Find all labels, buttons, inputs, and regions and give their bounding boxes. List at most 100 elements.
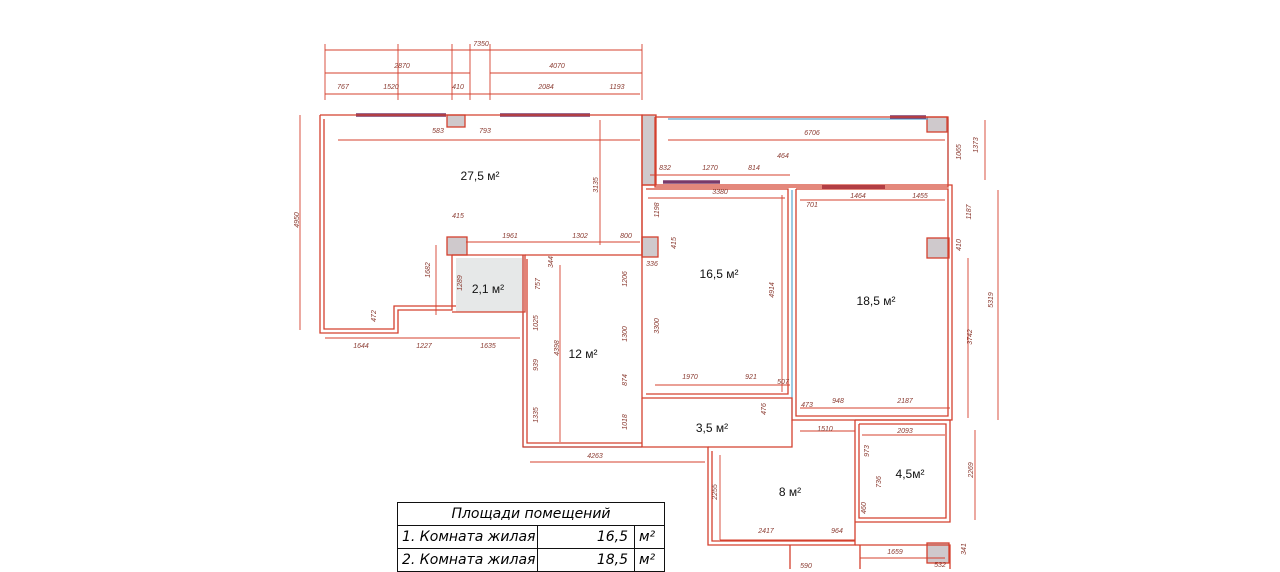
dimension-label: 1644 [353, 343, 369, 350]
dimension-label: 814 [748, 165, 760, 172]
wall [711, 451, 855, 542]
dimension-label: 1302 [572, 233, 588, 240]
wall [319, 115, 453, 334]
dimension-label: 964 [831, 528, 843, 535]
dimension-label: 1464 [850, 193, 866, 200]
wall [522, 255, 856, 546]
wall [855, 419, 951, 523]
dimension-label: 874 [622, 374, 629, 386]
wall [855, 544, 951, 569]
dimension-label: 341 [961, 543, 968, 555]
dimension-label: 476 [761, 403, 768, 415]
dimension-label: 1289 [457, 275, 464, 291]
column [446, 236, 468, 256]
dimension-label: 410 [956, 239, 963, 251]
dimension-label: 921 [745, 374, 757, 381]
dimension-label: 460 [861, 502, 868, 514]
area-unit: м² [639, 552, 656, 568]
dimension-label: 2269 [968, 462, 975, 479]
dimension-label: 3135 [593, 177, 600, 193]
dimension-label: 4398 [554, 340, 561, 356]
dimension-label: 800 [620, 233, 632, 240]
storage-room-fill [456, 258, 522, 312]
wall [654, 116, 949, 188]
dimension-label: 2255 [712, 484, 719, 501]
dimension-label: 7350 [473, 41, 489, 48]
dimension-label: 1206 [622, 271, 629, 287]
wall [858, 423, 947, 519]
room-area-label: 12 м² [569, 347, 598, 361]
walls [299, 44, 999, 569]
room-area-label: 8 м² [779, 485, 801, 499]
dimension-label: 701 [806, 202, 818, 209]
dimension-label: 767 [337, 84, 350, 91]
room-areas-table: Площади помещений 1. Комната жилая 16,5 … [397, 502, 665, 572]
dimension-label: 1510 [817, 426, 833, 433]
dimension-label: 1455 [912, 193, 928, 200]
dimension-label: 793 [479, 128, 491, 135]
room-area-label: 4,5м² [896, 467, 925, 481]
dimension-label: 507 [777, 379, 790, 386]
dimension-label: 736 [876, 476, 883, 488]
dimension-label: 2093 [896, 428, 913, 435]
wall [795, 188, 949, 417]
dimension-label: 832 [659, 165, 671, 172]
dimension-label: 1018 [622, 414, 629, 430]
dimension-label: 948 [832, 398, 844, 405]
wall [526, 259, 642, 444]
dimension-label: 2084 [537, 84, 554, 91]
dimension-label: 472 [371, 310, 378, 322]
column [446, 114, 466, 128]
dimension-label: 5319 [988, 292, 995, 308]
wall [646, 188, 789, 395]
dimension-label: 1193 [609, 84, 624, 91]
dimension-label: 3300 [654, 318, 661, 334]
dimension-label: 344 [548, 256, 555, 268]
dimension-label: 6706 [804, 130, 820, 137]
dimension-label: 1227 [416, 343, 433, 350]
dimension-label: 1970 [682, 374, 698, 381]
dimension-label: 3742 [967, 329, 974, 345]
table-row: 1. Комната жилая 16,5 м² [398, 526, 664, 549]
area-unit: м² [639, 529, 656, 545]
dimension-label: 4070 [549, 63, 565, 70]
dimension-label: 1659 [887, 549, 903, 556]
room-area-label: 3,5 м² [696, 421, 728, 435]
dimension-label: 1270 [702, 165, 718, 172]
column [926, 542, 950, 564]
room-name: 2. Комната жилая [398, 549, 538, 571]
wall [708, 420, 793, 448]
column [926, 116, 948, 133]
dimension-label: 757 [535, 277, 542, 290]
dimension-label: 2417 [757, 528, 775, 535]
table-title: Площади помещений [398, 503, 664, 526]
dimension-label: 1065 [956, 144, 963, 160]
column [926, 237, 950, 259]
dimension-label: 1187 [966, 203, 973, 219]
dimension-label: 1961 [502, 233, 518, 240]
dimension-label: 4263 [587, 453, 603, 460]
dimension-label: 532 [934, 562, 946, 569]
dimension-label: 1335 [533, 407, 540, 423]
room-area: 18,5 [538, 549, 635, 571]
wall [323, 119, 456, 330]
dimension-label: 1198 [654, 202, 661, 217]
column [641, 236, 659, 258]
dimension-label: 4950 [294, 212, 301, 228]
room-area-label: 2,1 м² [472, 282, 504, 296]
dimension-label: 2187 [896, 398, 914, 405]
dimension-label: 4914 [769, 282, 776, 298]
dimension-label: 1682 [425, 262, 432, 278]
dimension-label: 1520 [383, 84, 399, 91]
dimension-label: 336 [646, 261, 658, 268]
dimension-label: 410 [452, 84, 464, 91]
dimension-label: 473 [801, 402, 813, 409]
room-name: 1. Комната жилая [398, 526, 538, 548]
room-area-label: 18,5 м² [857, 294, 896, 308]
dimension-label: 415 [452, 213, 464, 220]
dimension-label: 1635 [480, 343, 496, 350]
wall [452, 254, 526, 313]
dimension-label: 973 [864, 445, 871, 457]
